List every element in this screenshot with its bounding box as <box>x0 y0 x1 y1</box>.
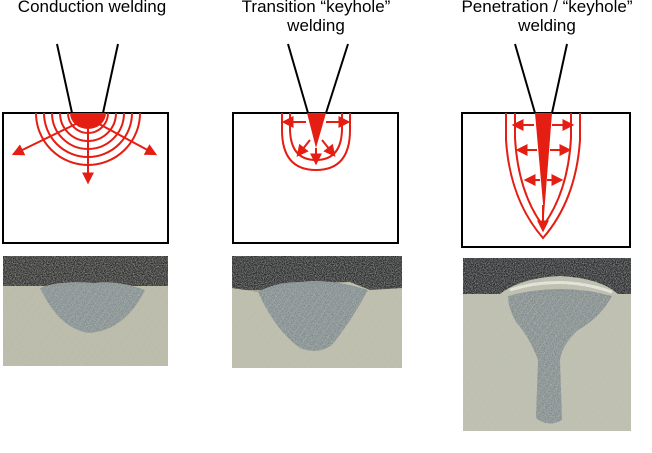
beam-right-line <box>551 43 568 114</box>
heat-flow-arrows <box>281 116 351 166</box>
heat-flow-arrows <box>511 119 575 186</box>
beam-left-line <box>287 43 309 114</box>
penetration-panel <box>461 43 631 248</box>
penetration-keyhole-label: Penetration / “keyhole” welding <box>447 0 647 35</box>
conduction-welding-label: Conduction welding <box>0 0 184 16</box>
isotherm-outer <box>281 113 351 172</box>
isotherm-outer <box>505 113 581 240</box>
penetration-keyhole-title-line1: Penetration / “keyhole” <box>461 0 633 16</box>
heat-flow-arrows <box>11 117 158 185</box>
transition-micrograph <box>232 256 402 368</box>
penetration-keyhole-title-line2: welding <box>518 16 576 35</box>
keyhole <box>307 113 326 148</box>
conduction-micrograph <box>3 256 168 366</box>
transition-keyhole-title-line1: Transition “keyhole” <box>241 0 391 16</box>
beam-right-line <box>102 43 119 114</box>
beam-right-line <box>325 43 349 114</box>
beam-left-line <box>56 43 73 114</box>
transition-keyhole-title-line2: welding <box>287 16 345 35</box>
conduction-welding-title: Conduction welding <box>17 0 167 16</box>
transition-keyhole-label: Transition “keyhole” welding <box>218 0 414 35</box>
beam-left-line <box>514 43 536 114</box>
keyhole <box>535 113 552 215</box>
conduction-panel <box>2 43 169 244</box>
penetration-micrograph <box>463 258 631 431</box>
transition-panel <box>232 43 399 244</box>
